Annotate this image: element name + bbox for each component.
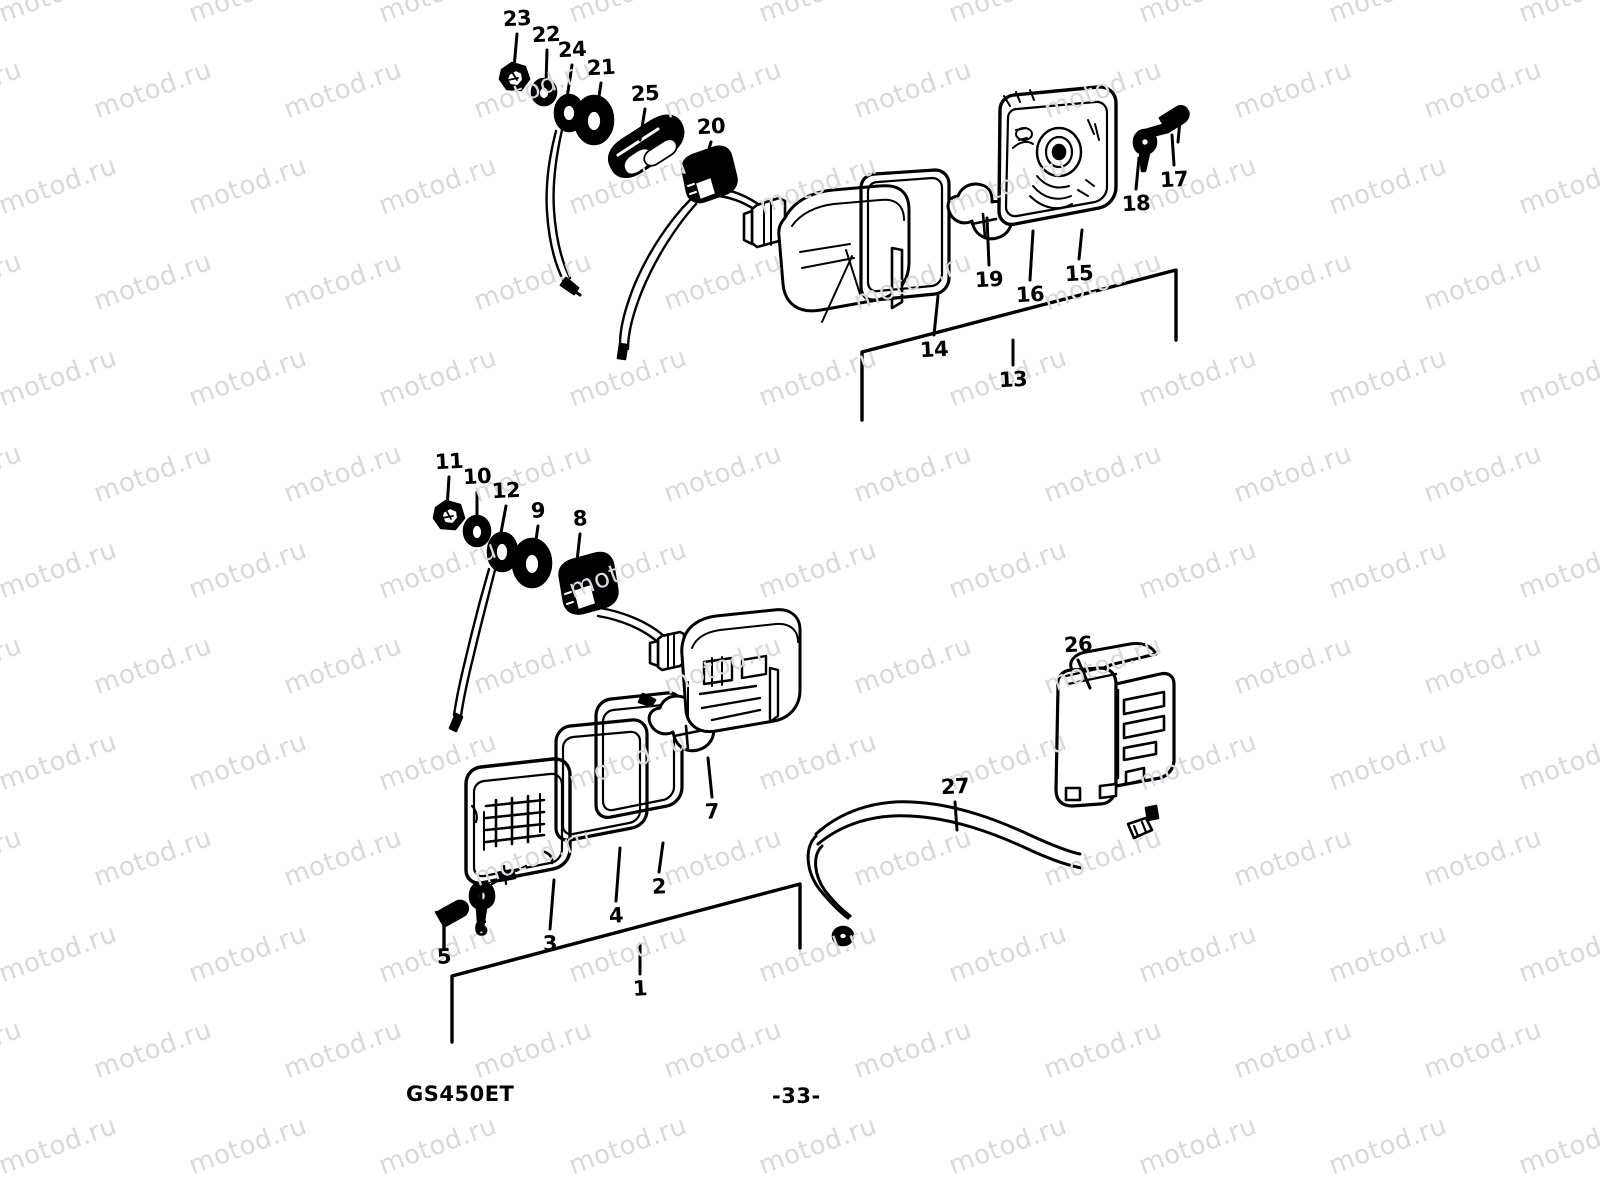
callout-6-washer: 6: [473, 916, 489, 941]
callout-18-washer: 18: [1121, 190, 1151, 217]
page-number-label: -33-: [772, 1084, 821, 1108]
part-22-spring-washer: [530, 77, 558, 107]
callout-8-lamp-base-cover: 8: [572, 506, 588, 531]
leader-line-21: [595, 81, 603, 112]
leader-line-26: [1076, 658, 1092, 690]
leader-line-3: [548, 878, 556, 931]
part-8-lamp-base-cover: [558, 551, 666, 646]
part-17-screw: [1140, 104, 1190, 144]
callout-19-bulb: 19: [974, 266, 1004, 293]
callout-25-signal-bracket: 25: [630, 80, 660, 107]
callout-7-bulb: 7: [704, 799, 720, 824]
callout-2-lens-gasket: 2: [651, 874, 667, 899]
leader-line-24: [565, 63, 574, 100]
leader-line-7: [706, 756, 714, 799]
leader-line-11: [445, 475, 451, 510]
callout-13-turn-signal-assy: 13: [998, 366, 1028, 393]
part-19-bulb: [946, 182, 1014, 241]
leader-line-15: [1077, 228, 1084, 261]
callout-20-lamp-base-cover: 20: [696, 113, 726, 140]
callout-24-grommet-with-lead: 24: [557, 36, 587, 63]
leader-line-17: [1170, 133, 1176, 167]
callout-23-nut: 23: [502, 5, 532, 32]
part-5-screw: [434, 899, 470, 950]
part-3-lens: [464, 757, 572, 886]
part-15-lens: [997, 85, 1118, 227]
leader-line-18: [1134, 156, 1141, 191]
leader-line-22: [544, 48, 549, 86]
part-10-spring-washer: [462, 514, 492, 548]
callout-9-washer: 9: [530, 498, 546, 523]
callout-10-spring-washer: 10: [462, 463, 492, 490]
callout-11-nut: 11: [434, 448, 464, 475]
callout-15-lens: 15: [1064, 260, 1094, 287]
part-16-lens-gasket: [859, 168, 951, 302]
part-12-grommet-with-lead: [448, 531, 519, 733]
callout-22-spring-washer: 22: [531, 21, 561, 48]
assembly-bracket-13: [860, 268, 1178, 422]
leader-line-9: [532, 524, 540, 556]
leader-line-27: [953, 800, 959, 832]
leader-line-16: [1028, 229, 1035, 282]
callout-4-lens-rim: 4: [608, 903, 624, 928]
front-lamp-housing: [648, 608, 802, 734]
part-14-lamp-housing: [742, 184, 911, 323]
part-20-lamp-base-cover: [616, 145, 763, 361]
leader-line-12: [498, 504, 508, 540]
leader-line-19: [985, 216, 991, 267]
callout-12-grommet-with-lead: 12: [491, 477, 521, 504]
leader-line-20: [702, 140, 713, 168]
callout-1-turn-signal-assy: 1: [632, 976, 648, 1001]
model-code-label: GS450ET: [406, 1082, 515, 1106]
leader-line-2: [657, 841, 665, 874]
leader-line-14: [932, 294, 940, 337]
callout-16-lens-gasket: 16: [1015, 281, 1045, 308]
leader-line-8: [574, 532, 582, 572]
callout-21-washer: 21: [586, 54, 616, 81]
part-21-washer: [573, 94, 615, 146]
callout-26-flasher-relay: 26: [1063, 631, 1093, 658]
assembly-bracket-1: [450, 882, 802, 1044]
callout-5-screw: 5: [436, 944, 452, 969]
part-25-signal-bracket: [608, 114, 685, 178]
part-11-nut: [432, 499, 466, 531]
leader-line-25: [638, 107, 647, 142]
part-9-washer: [511, 537, 553, 589]
callout-27-lead-wire: 27: [940, 773, 970, 800]
part-26-flasher-relay: [1054, 642, 1176, 822]
callout-3-lens: 3: [542, 931, 558, 956]
part-18-washer: [1132, 128, 1158, 173]
leader-line-23: [512, 32, 519, 70]
part-2-lens-gasket: [594, 691, 684, 819]
callout-17-screw: 17: [1159, 166, 1189, 193]
callout-leader-lines: [442, 32, 1176, 976]
part-23-nut: [498, 61, 531, 92]
leader-line-4: [614, 846, 622, 903]
part-27-lead-wire: [806, 800, 1154, 947]
callout-14-lamp-housing: 14: [919, 336, 949, 363]
